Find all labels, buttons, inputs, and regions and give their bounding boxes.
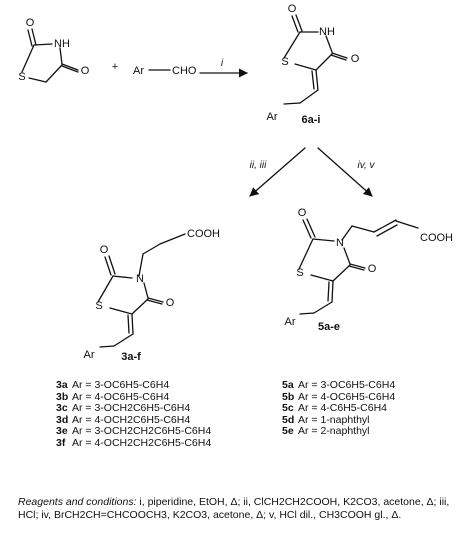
substituent-formula: Ar = 4-OCH2CH2C6H5-C6H4: [72, 436, 212, 449]
reactant-nh: NH: [54, 38, 70, 50]
arrow-step-i: i: [199, 58, 248, 78]
reagents-and-conditions: Reagents and conditions: i, piperidine, …: [18, 496, 454, 522]
compound-5: COOH O N S O Ar 5a-e: [285, 207, 454, 333]
compound-3: COOH O N S O Ar 3a-f: [84, 228, 221, 363]
substituent-formula: Ar = 3-OCH2C6H5-C6H4: [72, 402, 191, 414]
substituent-formula: Ar = 3-OC6H5-C6H4: [298, 379, 396, 391]
compound-code: 3b: [56, 390, 69, 403]
compound-code: 3d: [56, 413, 69, 426]
aldehyde-ar: Ar: [133, 65, 144, 77]
c3-carbonyl-o-right: O: [166, 297, 175, 309]
c6-s: S: [281, 56, 288, 68]
c5-cooh: COOH: [420, 232, 453, 244]
reactant-aldehyde: Ar CHO: [133, 65, 197, 77]
c6-label: 6a-i: [302, 114, 321, 126]
c3-n: N: [136, 273, 144, 285]
substituent-row: 5a Ar = 3-OC6H5-C6H4: [282, 379, 396, 392]
arrow-step-ii-iii: ii, iii: [249, 147, 306, 197]
substituent-row: 3e Ar = 3-OCH2CH2C6H5-C6H4: [56, 425, 212, 438]
compound-code: 3a: [56, 379, 68, 391]
plus-sign: +: [112, 61, 118, 73]
compound-code: 5b: [282, 390, 295, 403]
c3-label: 3a-f: [121, 351, 141, 363]
c6-nh: NH: [319, 26, 335, 38]
compound-code: 5a: [282, 379, 294, 391]
reactant-carbonyl-o-top: O: [26, 17, 35, 29]
compound-code: 3f: [56, 436, 66, 449]
compound-code: 5e: [282, 425, 294, 437]
substituent-formula: Ar = 4-OC6H5-C6H4: [298, 390, 396, 403]
c6-carbonyl-o-right: O: [351, 53, 360, 65]
c3-s: S: [95, 300, 102, 312]
reactant-s: S: [18, 71, 25, 83]
compound-code: 3e: [56, 425, 68, 437]
substituent-formula: Ar = 4-OCH2C6H5-C6H4: [72, 413, 191, 426]
substituent-row: 3f Ar = 4-OCH2CH2C6H5-C6H4: [56, 436, 212, 450]
compound-code: 5d: [282, 413, 295, 426]
c6-ar: Ar: [267, 111, 278, 123]
aldehyde-cho: CHO: [172, 65, 197, 77]
reagents-lead: Reagents and conditions:: [18, 496, 137, 508]
compound-code: 3c: [56, 402, 68, 414]
c5-carbonyl-o-right: O: [368, 263, 377, 275]
reagents-text: i, piperidine, EtOH, Δ; ii, ClCH2CH2COOH…: [18, 496, 450, 521]
substituent-formula: Ar = 4-OC6H5-C6H4: [72, 390, 170, 403]
reactant-carbonyl-o-right: O: [81, 65, 90, 77]
substituent-formula: Ar = 1-naphthyl: [298, 413, 370, 426]
arrow-step-iv-v-label: iv, v: [357, 160, 375, 171]
c3-cooh: COOH: [187, 228, 220, 240]
c6-carbonyl-o-top: O: [288, 3, 297, 15]
c5-ar: Ar: [285, 316, 296, 328]
arrow-step-i-label: i: [221, 58, 224, 69]
arrow-step-ii-iii-label: ii, iii: [250, 160, 267, 171]
substituent-formula: Ar = 4-C6H5-C6H4: [298, 402, 387, 414]
c5-n: N: [336, 237, 344, 249]
c5-s: S: [296, 267, 303, 279]
substituent-formula: Ar = 2-naphthyl: [298, 425, 370, 437]
c5-label: 5a-e: [318, 321, 340, 333]
compound-code: 5c: [282, 402, 294, 414]
substituent-row: 3c Ar = 3-OCH2C6H5-C6H4: [56, 402, 211, 415]
reactant-thiazolidinedione: O NH S O: [18, 17, 89, 83]
c3-ar: Ar: [84, 349, 95, 361]
c3-carbonyl-o-top: O: [100, 244, 109, 256]
substituent-formula: Ar = 3-OCH2CH2C6H5-C6H4: [72, 425, 212, 437]
arrow-step-iv-v: iv, v: [317, 147, 376, 197]
compound-6: O NH S O Ar 6a-i: [267, 3, 360, 126]
substituent-formula: Ar = 3-OC6H5-C6H4: [72, 379, 170, 391]
substituent-row: 5c Ar = 4-C6H5-C6H4: [282, 402, 395, 415]
c5-carbonyl-o-top: O: [298, 207, 307, 219]
substituent-row: 5e Ar = 2-naphthyl: [282, 425, 395, 438]
substituent-row: 3a Ar = 3-OC6H5-C6H4: [56, 379, 211, 392]
